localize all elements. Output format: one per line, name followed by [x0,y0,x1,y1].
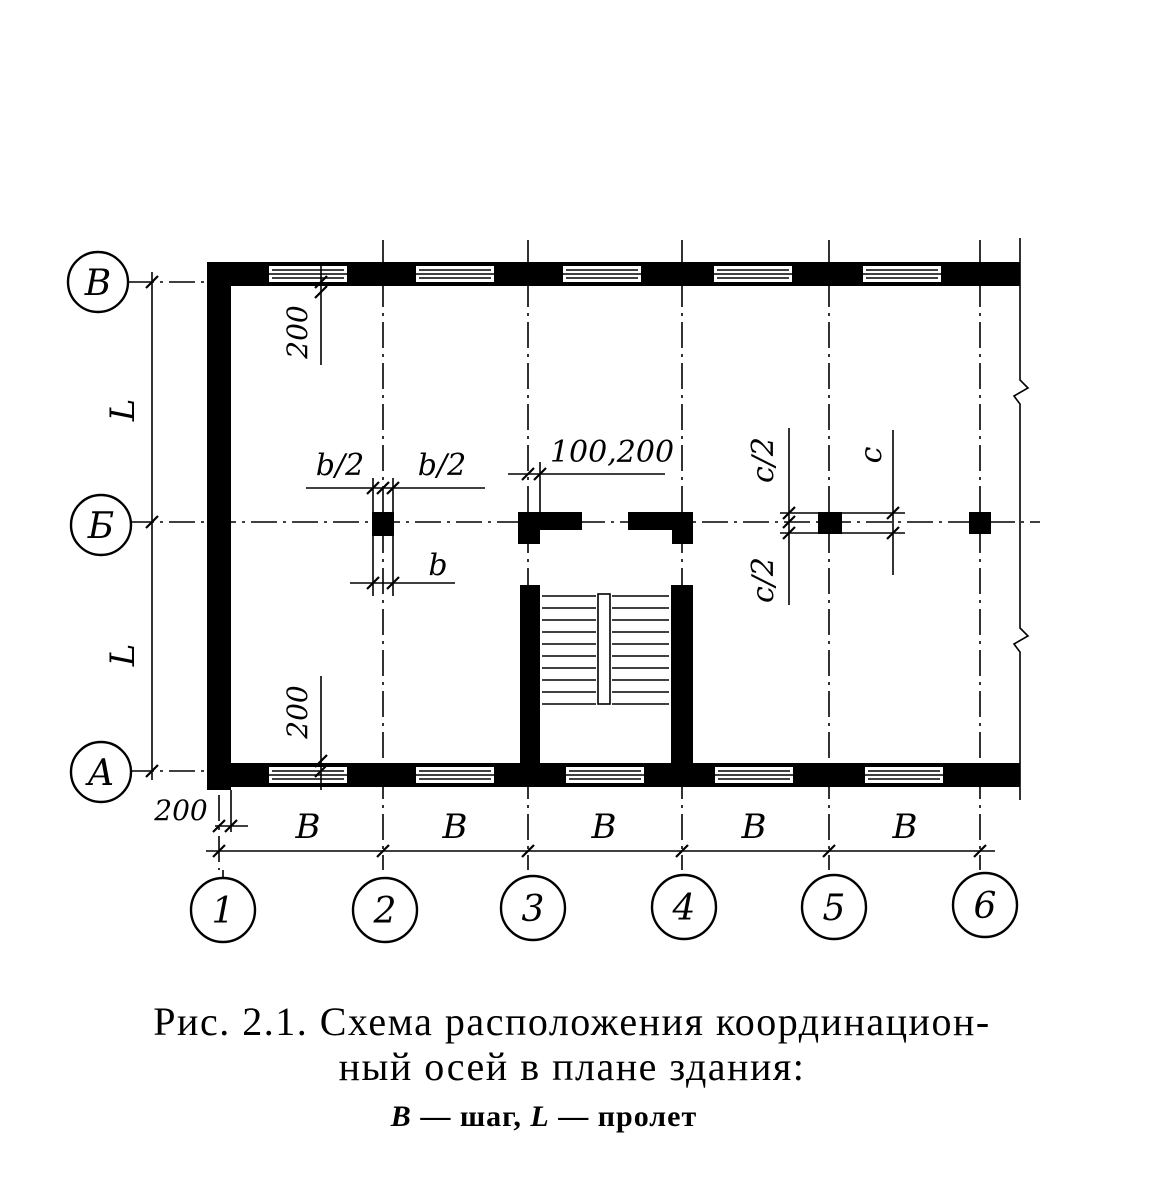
column-axis-5 [818,512,842,534]
window [713,765,795,785]
window [267,264,349,284]
offset-label-top: 200 [281,305,314,359]
axis-label-2: 2 [373,891,397,932]
caption-line-2: ный осей в плане здания: [339,1044,806,1089]
window [863,765,945,785]
axis-label-5: 5 [823,888,846,929]
window [561,264,643,284]
caption-line-1: Рис. 2.1. Схема расположения координацио… [153,999,990,1044]
column-axis-6 [969,512,991,534]
caption-step-text: — шаг, [412,1100,531,1133]
caption-step-symbol: B [390,1100,412,1133]
caption-line-3: B — шаг, L — пролет [390,1100,697,1133]
offset-label-bottom-wall: 200 [281,685,314,739]
axis-label-6: 6 [974,886,997,927]
window [712,264,794,284]
axis-marker-A: А [69,740,133,804]
axis-marker-1: 1 [189,876,257,944]
axis-marker-B: Б [69,493,133,557]
offset-dimension-axis-1 [212,790,248,833]
offset-dimension-bottom [314,676,328,790]
caption-span-text: — пролет [550,1100,697,1133]
step-label: B [892,807,918,847]
partition-axis-4 [628,512,693,544]
window [267,765,349,785]
axis-marker-4: 4 [650,873,718,941]
top-windows [267,264,943,284]
step-label: B [591,807,617,847]
axis-label-3: 3 [522,889,545,930]
span-label-bottom: L [103,644,143,668]
window [414,765,496,785]
columns [372,512,991,544]
step-label: B [741,807,767,847]
axis-label-B: Б [87,506,114,547]
column-c-dimensions [780,428,905,605]
window [414,264,496,284]
partition-offset-dimension [508,462,665,512]
window [564,765,646,785]
axis-label-V: В [84,263,111,304]
partition-axis-3 [518,512,582,544]
axis-marker-V: В [66,250,130,314]
axis-marker-6: 6 [951,871,1019,939]
outer-walls [207,262,1020,790]
b-label: b [428,548,447,583]
window [861,264,943,284]
step-dimension-chain [206,844,995,858]
stair-wall-left [520,585,540,765]
axis-label-1: 1 [212,891,235,932]
axis-label-A: А [84,753,114,794]
staircase [520,585,693,765]
column-axis-2 [372,512,394,536]
half-b-label-right: b/2 [418,448,466,483]
axis-marker-5: 5 [800,873,868,941]
axis-label-4: 4 [672,888,696,929]
half-c-label-bottom: c/2 [746,557,781,603]
break-line [1012,238,1030,800]
column-b-dimensions [306,478,485,596]
c-label: c [854,446,889,463]
stair-wall-right [671,585,693,765]
step-label: B [295,807,321,847]
stair-steps-right [612,595,669,705]
axis-marker-2: 2 [351,876,419,944]
offset-dimension-top [314,262,328,365]
span-label-top: L [103,399,143,423]
span-dimension-chain [145,272,159,780]
axis-marker-3: 3 [499,874,567,942]
horizontal-axes [128,281,1040,772]
half-c-label-top: c/2 [746,437,781,483]
partition-offset-label: 100,200 [550,435,674,470]
caption-span-symbol: L [529,1100,549,1133]
stair-steps-left [542,595,596,705]
offset-label-bottom: 200 [153,794,207,827]
half-b-label-left: b/2 [316,448,364,483]
step-label: B [442,807,468,847]
bottom-windows [267,765,945,785]
